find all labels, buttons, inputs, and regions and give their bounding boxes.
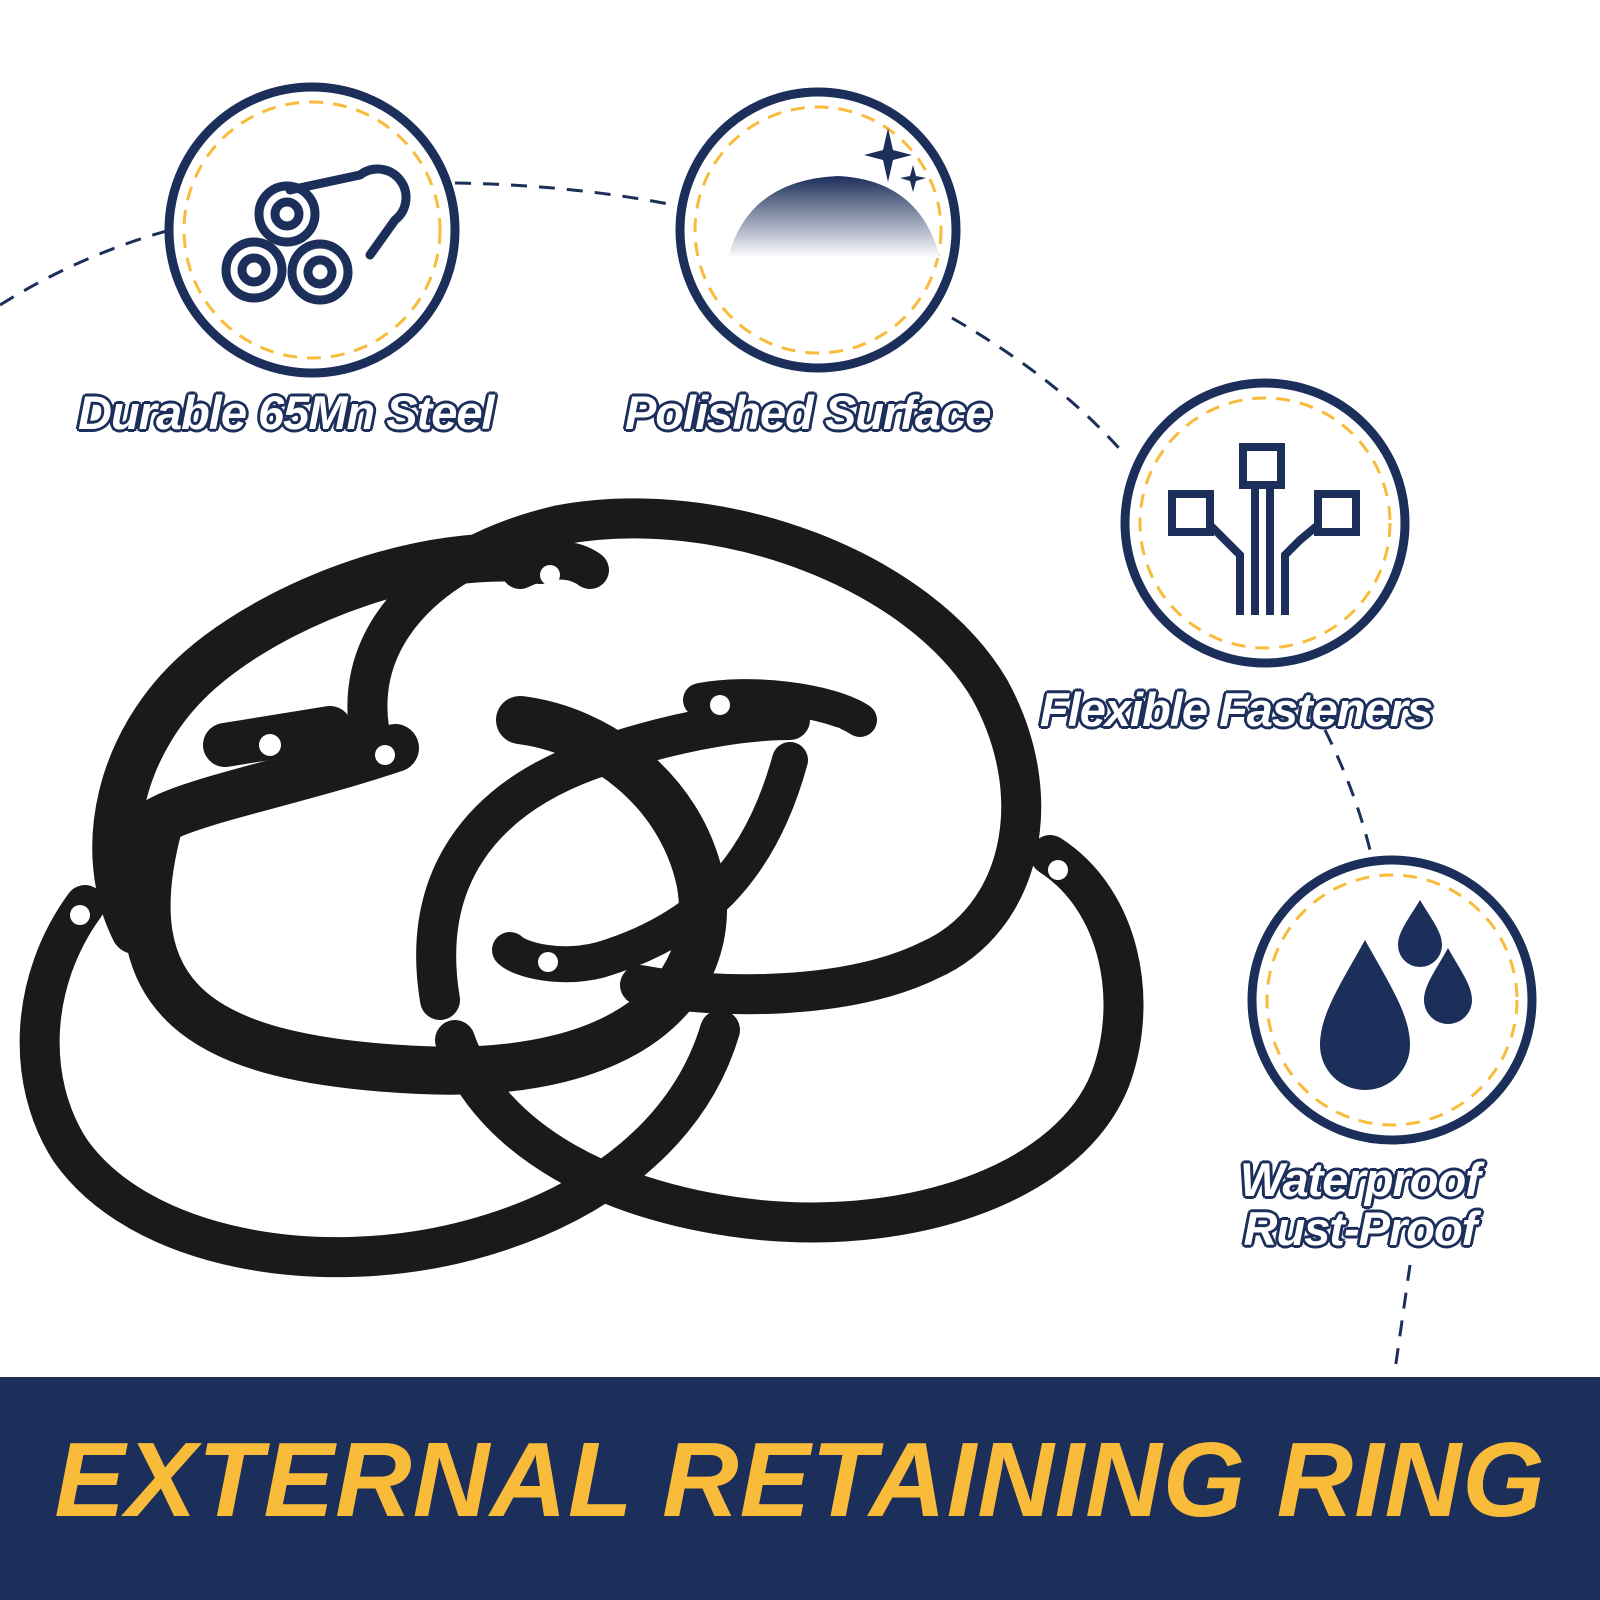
retaining-ring-upper	[347, 498, 1042, 1015]
feature-label-flexible: Flexible Fasteners	[1038, 683, 1434, 736]
title-banner	[0, 1377, 1600, 1600]
feature-label-waterproof-line1: Waterproof	[1239, 1153, 1483, 1206]
steel-tubes-icon	[221, 164, 411, 305]
retaining-rings	[19, 498, 1144, 1278]
dashed-connector-path	[0, 181, 1412, 1371]
retaining-ring-lower-left	[19, 885, 740, 1278]
feature-label-steel: Durable 65Mn Steel	[77, 386, 497, 439]
water-drops-icon	[1320, 900, 1472, 1090]
feature-badge-flexible	[1120, 378, 1410, 668]
feature-badge-steel	[164, 82, 460, 378]
feature-label-polished: Polished Surface	[623, 386, 992, 439]
feature-badge-polished	[675, 87, 961, 373]
feature-label-waterproof-line2: Rust-Proof	[1242, 1202, 1479, 1256]
polished-sparkle-icon	[728, 128, 940, 258]
circuit-nodes-icon	[1168, 443, 1360, 615]
retaining-ring-center	[416, 679, 877, 1020]
banner-title: EXTERNAL RETAINING RING	[54, 1421, 1546, 1539]
feature-label-waterproof: Waterproof Rust-Proof	[1239, 1153, 1483, 1256]
feature-badge-waterproof	[1247, 855, 1537, 1145]
retaining-ring-lower-right	[435, 835, 1144, 1243]
